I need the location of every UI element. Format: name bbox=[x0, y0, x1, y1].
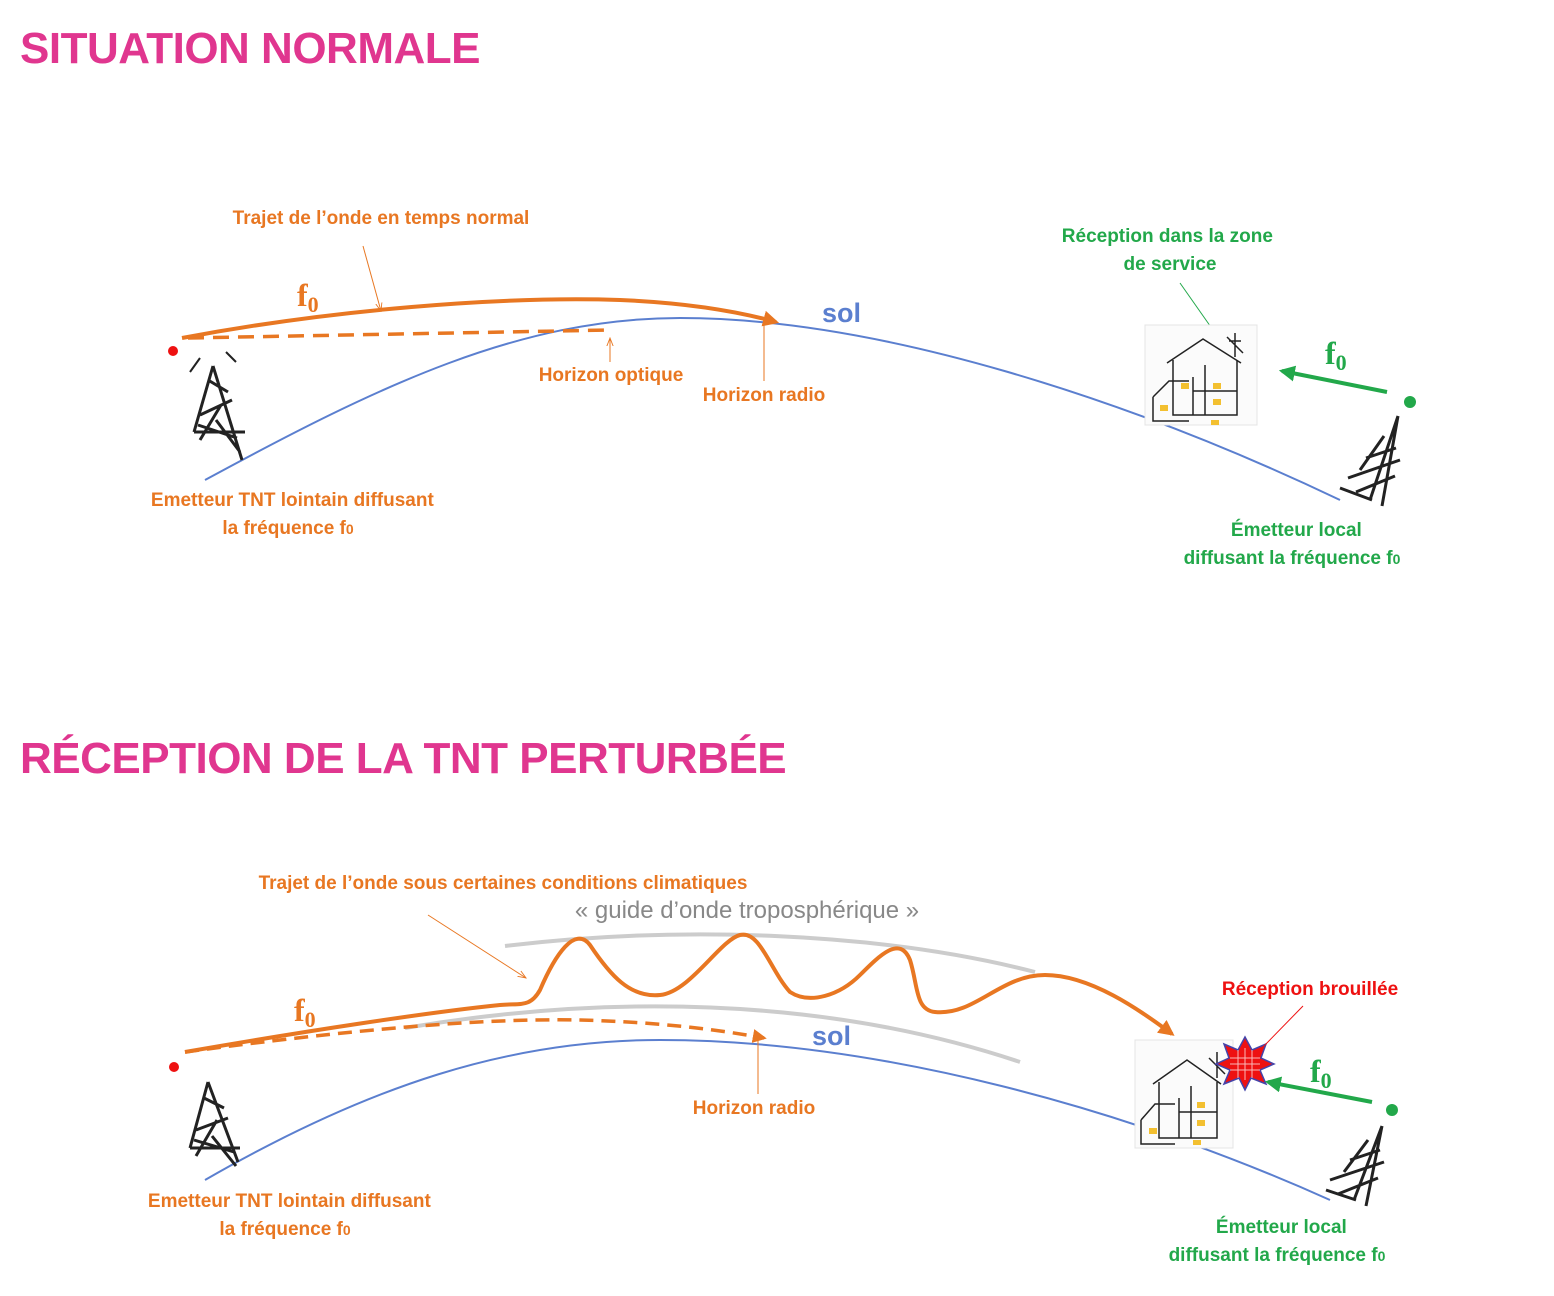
distant-tx-label: Emetteur TNT lointain diffusant la fréqu… bbox=[151, 490, 439, 539]
freq-label-distant: f0 bbox=[294, 992, 316, 1032]
tower-icon bbox=[1325, 1125, 1385, 1207]
local-antenna-dot bbox=[1404, 396, 1416, 408]
wave-label-leader bbox=[427, 914, 526, 978]
jammed-leader bbox=[1261, 1005, 1304, 1049]
distant-antenna-dot bbox=[168, 346, 178, 356]
local-tx-label: Émetteur local diffusant la fréquence f0 bbox=[1169, 1216, 1386, 1266]
local-antenna-dot bbox=[1386, 1104, 1398, 1116]
optical-line bbox=[187, 328, 611, 340]
house-icon bbox=[1144, 324, 1258, 426]
duct-lower-curve bbox=[404, 1004, 1021, 1064]
freq-label-local: f0 bbox=[1325, 335, 1347, 375]
tower-icon bbox=[1339, 415, 1401, 507]
section-title-normal: SITUATION NORMALE bbox=[20, 24, 481, 73]
local-tx-label: Émetteur local diffusant la fréquence f0 bbox=[1184, 519, 1401, 569]
optical-horizon-label: Horizon optique bbox=[539, 365, 684, 386]
local-signal-arrow bbox=[1264, 1076, 1373, 1104]
wave-path-label: Trajet de l’onde sous certaines conditio… bbox=[259, 873, 748, 894]
tower-icon bbox=[189, 351, 245, 461]
normal-path-dashed bbox=[184, 1018, 767, 1054]
wave-label-leader bbox=[362, 245, 381, 311]
section-title-disturbed: RÉCEPTION DE LA TNT PERTURBÉE bbox=[20, 734, 787, 783]
ground-label: sol bbox=[812, 1021, 851, 1051]
freq-label-local: f0 bbox=[1310, 1053, 1332, 1093]
freq-label-distant: f0 bbox=[297, 277, 319, 317]
distant-antenna-dot bbox=[169, 1062, 179, 1072]
tower-icon bbox=[188, 1081, 240, 1167]
radio-horizon-label: Horizon radio bbox=[693, 1098, 815, 1119]
diagram-disturbed: sol f0 Trajet de l’onde sous certaines c… bbox=[148, 873, 1398, 1266]
radio-horizon-label: Horizon radio bbox=[703, 385, 825, 406]
local-signal-arrow bbox=[1278, 365, 1388, 394]
ground-label: sol bbox=[822, 298, 861, 328]
duct-label: « guide d’onde troposphérique » bbox=[575, 897, 919, 924]
distant-tx-label: Emetteur TNT lointain diffusant la fréqu… bbox=[148, 1191, 436, 1240]
jammed-reception-label: Réception brouillée bbox=[1222, 979, 1398, 1000]
wave-path-normal bbox=[181, 297, 780, 340]
wave-path-ducted bbox=[184, 932, 1175, 1054]
house-icon bbox=[1134, 1039, 1234, 1149]
interference-burst-icon bbox=[1214, 1035, 1276, 1092]
diagram-normal: sol f0 Trajet de l’onde en temps normal … bbox=[151, 208, 1416, 569]
wave-path-label: Trajet de l’onde en temps normal bbox=[233, 208, 530, 229]
reception-zone-label: Réception dans la zone de service bbox=[1062, 226, 1278, 275]
